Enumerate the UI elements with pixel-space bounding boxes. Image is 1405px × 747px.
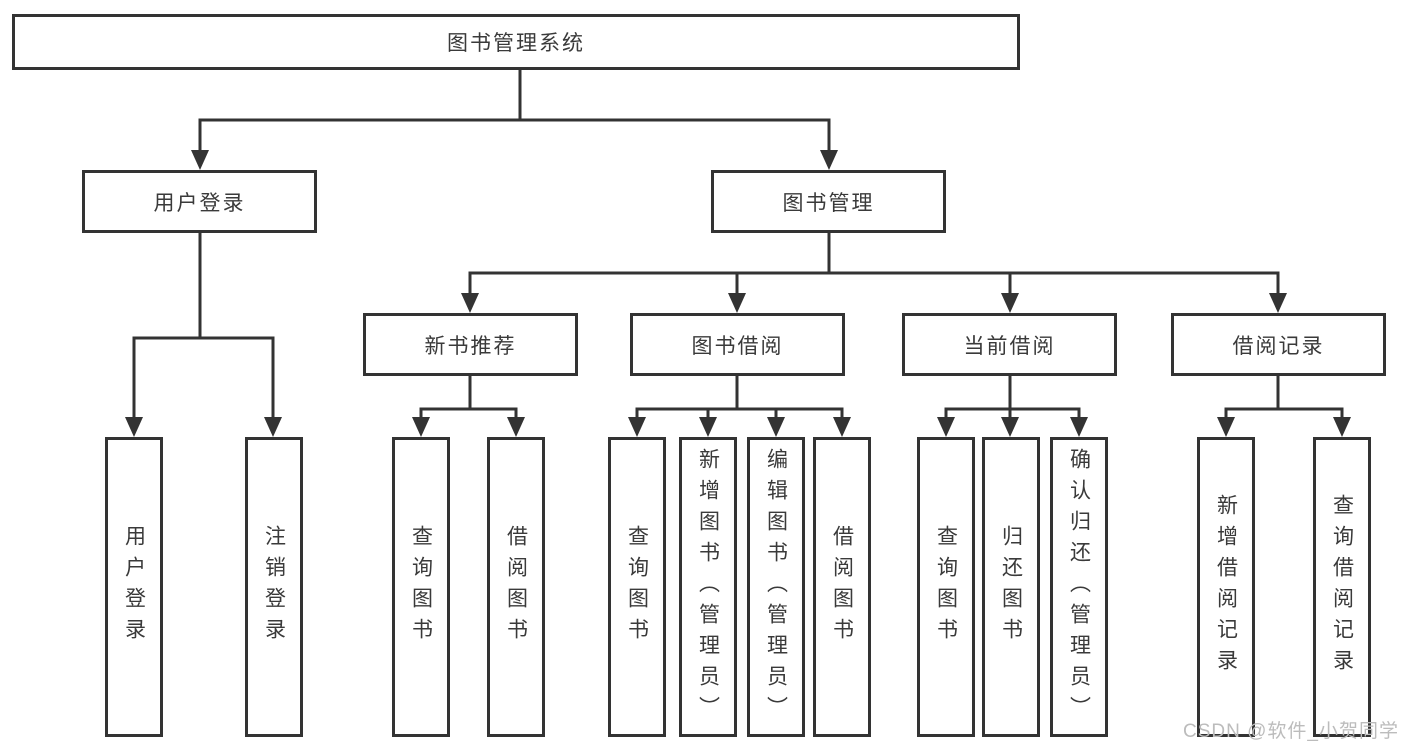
leaf-cb-confirm-return: 确认归还（管理员） bbox=[1050, 437, 1108, 737]
leaf-nbr-query-books: 查询图书 bbox=[392, 437, 450, 737]
leaf-br-add-record-label: 新增借阅记录 bbox=[1214, 494, 1238, 680]
leaf-cb-query-books: 查询图书 bbox=[917, 437, 975, 737]
leaf-logout: 注销登录 bbox=[245, 437, 303, 737]
connector-book-borrow-to-leaves bbox=[628, 374, 851, 437]
connector-book-management-to-level3 bbox=[461, 231, 1287, 313]
leaf-nbr-borrow-books: 借阅图书 bbox=[487, 437, 545, 737]
connector-root-to-level2 bbox=[191, 68, 838, 170]
node-user-login: 用户登录 bbox=[82, 170, 317, 233]
connector-current-borrow-to-leaves bbox=[937, 374, 1088, 437]
node-book-management-label: 图书管理 bbox=[782, 191, 875, 215]
leaf-user-login-label: 用户登录 bbox=[122, 525, 146, 649]
node-root-system: 图书管理系统 bbox=[12, 14, 1020, 70]
leaf-cb-return-books: 归还图书 bbox=[982, 437, 1040, 737]
connector-user-login-to-leaves bbox=[125, 231, 282, 437]
leaf-cb-query-books-label: 查询图书 bbox=[934, 525, 958, 649]
node-current-borrow: 当前借阅 bbox=[902, 313, 1117, 376]
leaf-nbr-query-books-label: 查询图书 bbox=[409, 525, 433, 649]
leaf-bb-borrow-books-label: 借阅图书 bbox=[830, 525, 854, 649]
leaf-bb-query-books: 查询图书 bbox=[608, 437, 666, 737]
node-root-system-label: 图书管理系统 bbox=[447, 32, 585, 55]
node-new-book-recommend: 新书推荐 bbox=[363, 313, 578, 376]
leaf-logout-label: 注销登录 bbox=[262, 525, 286, 649]
node-borrow-records-label: 借阅记录 bbox=[1232, 334, 1325, 358]
leaf-bb-edit-books-label: 编辑图书（管理员） bbox=[764, 447, 788, 727]
node-current-borrow-label: 当前借阅 bbox=[963, 334, 1056, 358]
leaf-br-query-record-label: 查询借阅记录 bbox=[1330, 494, 1354, 680]
leaf-cb-return-books-label: 归还图书 bbox=[999, 525, 1023, 649]
leaf-bb-add-books: 新增图书（管理员） bbox=[679, 437, 737, 737]
leaf-user-login: 用户登录 bbox=[105, 437, 163, 737]
leaf-bb-query-books-label: 查询图书 bbox=[625, 525, 649, 649]
node-user-login-label: 用户登录 bbox=[153, 191, 246, 215]
csdn-watermark: CSDN @软件_小贺同学 bbox=[1183, 721, 1399, 742]
node-book-borrow: 图书借阅 bbox=[630, 313, 845, 376]
leaf-cb-confirm-return-label: 确认归还（管理员） bbox=[1067, 447, 1091, 727]
leaf-bb-borrow-books: 借阅图书 bbox=[813, 437, 871, 737]
connector-new-book-recommend-to-leaves bbox=[412, 374, 525, 437]
leaf-nbr-borrow-books-label: 借阅图书 bbox=[504, 525, 528, 649]
node-new-book-recommend-label: 新书推荐 bbox=[424, 334, 517, 358]
leaf-br-query-record: 查询借阅记录 bbox=[1313, 437, 1371, 737]
leaf-bb-edit-books: 编辑图书（管理员） bbox=[747, 437, 805, 737]
connector-borrow-records-to-leaves bbox=[1217, 374, 1351, 437]
node-book-management: 图书管理 bbox=[711, 170, 946, 233]
node-book-borrow-label: 图书借阅 bbox=[691, 334, 784, 358]
leaf-bb-add-books-label: 新增图书（管理员） bbox=[696, 447, 720, 727]
node-borrow-records: 借阅记录 bbox=[1171, 313, 1386, 376]
leaf-br-add-record: 新增借阅记录 bbox=[1197, 437, 1255, 737]
